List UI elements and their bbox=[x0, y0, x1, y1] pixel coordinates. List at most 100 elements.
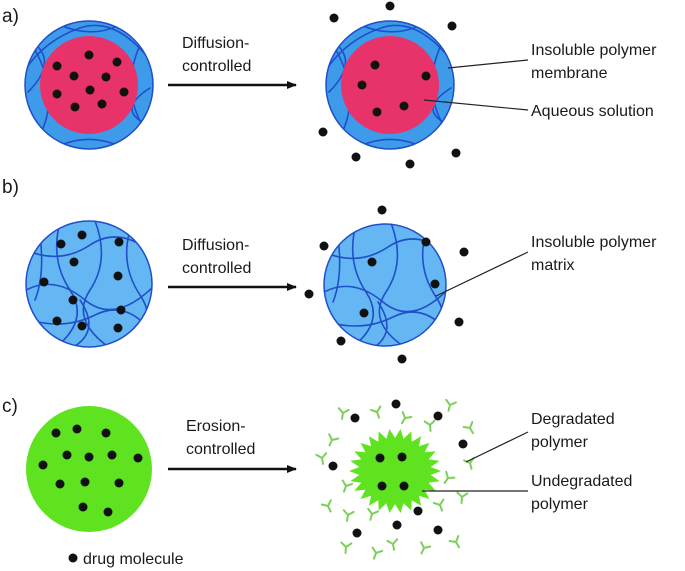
legend-drug-label: drug molecule bbox=[83, 551, 184, 568]
released-drug-dots bbox=[304, 205, 469, 364]
drug-molecule bbox=[52, 316, 62, 326]
degraded-fragment bbox=[420, 541, 432, 555]
drug-molecule bbox=[56, 239, 66, 249]
degraded-fragment bbox=[320, 499, 332, 513]
degraded-fragment bbox=[462, 421, 474, 435]
drug-molecule bbox=[51, 428, 61, 438]
degraded-fragment bbox=[337, 407, 350, 420]
drug-molecule bbox=[370, 60, 380, 70]
drug-molecule bbox=[103, 507, 113, 517]
degraded-fragment bbox=[315, 452, 328, 465]
drug-molecule bbox=[319, 241, 329, 251]
degraded-fragment bbox=[448, 535, 460, 549]
matrix-sphere-before bbox=[25, 220, 153, 348]
drug-molecule bbox=[119, 87, 129, 97]
drug-molecule bbox=[55, 479, 65, 489]
drug-molecule bbox=[101, 72, 111, 82]
polymer-matrix bbox=[323, 223, 447, 347]
matrix-sphere-after bbox=[323, 223, 447, 347]
drug-molecule bbox=[377, 481, 387, 491]
arrow-label-line1: Diffusion- bbox=[182, 237, 249, 254]
drug-molecule-legend-dot bbox=[68, 553, 78, 563]
degraded-fragment bbox=[456, 491, 469, 504]
panel-b: b) bbox=[2, 177, 657, 364]
label-matrix-line2: matrix bbox=[531, 257, 575, 274]
drug-dots-inside bbox=[375, 452, 409, 491]
label-membrane-line2: membrane bbox=[531, 65, 608, 82]
drug-molecule bbox=[447, 21, 457, 31]
drug-molecule bbox=[77, 321, 87, 331]
degraded-fragment bbox=[328, 433, 340, 447]
drug-dots-inside bbox=[359, 237, 440, 318]
degraded-fragment bbox=[342, 509, 355, 522]
drug-molecule bbox=[350, 413, 360, 423]
degraded-fragment bbox=[445, 398, 457, 412]
drug-molecule bbox=[52, 61, 62, 71]
drug-molecule bbox=[459, 247, 469, 257]
drug-molecule bbox=[357, 80, 367, 90]
drug-molecule bbox=[133, 453, 143, 463]
drug-molecule bbox=[68, 295, 78, 305]
leader-line-membrane bbox=[447, 59, 529, 69]
drug-molecule bbox=[454, 317, 464, 327]
drug-molecule bbox=[38, 460, 48, 470]
drug-molecule bbox=[101, 428, 111, 438]
degraded-fragment bbox=[443, 470, 456, 484]
drug-molecule bbox=[421, 237, 431, 247]
drug-molecule bbox=[433, 525, 443, 535]
drug-molecule bbox=[397, 452, 407, 462]
drug-molecule bbox=[372, 107, 382, 117]
panel-c: c) Erosion- controlled bbox=[2, 396, 632, 560]
drug-molecule bbox=[352, 528, 362, 538]
erodible-sphere-before bbox=[26, 406, 152, 532]
drug-molecule bbox=[405, 159, 415, 169]
leader-line-solution bbox=[423, 99, 529, 111]
label-undegraded-line1: Undegradated bbox=[531, 473, 632, 490]
label-matrix-line1: Insoluble polymer bbox=[531, 234, 657, 251]
panel-a: a) bbox=[2, 1, 657, 169]
drug-molecule bbox=[62, 450, 72, 460]
reservoir-capsule-after bbox=[325, 20, 455, 150]
drug-molecule bbox=[458, 439, 468, 449]
drug-molecule bbox=[359, 308, 369, 318]
legend: drug molecule bbox=[68, 551, 184, 568]
label-aqueous-solution: Aqueous solution bbox=[531, 103, 654, 120]
label-degraded-line1: Degradated bbox=[531, 411, 615, 428]
matrix-mesh bbox=[26, 221, 152, 347]
drug-dots-inside bbox=[357, 60, 431, 117]
drug-molecule bbox=[113, 271, 123, 281]
degraded-fragment bbox=[423, 419, 436, 432]
drug-molecule bbox=[433, 411, 443, 421]
drug-dots-inside bbox=[39, 230, 126, 333]
drug-molecule bbox=[399, 481, 409, 491]
drug-dots-inside bbox=[38, 424, 143, 517]
arrow-label-line2: controlled bbox=[182, 58, 251, 75]
label-undegraded-line2: polymer bbox=[531, 496, 589, 513]
label-degraded-line2: polymer bbox=[531, 434, 589, 451]
degraded-fragment bbox=[371, 546, 384, 560]
degraded-fragment bbox=[401, 411, 413, 425]
drug-molecule bbox=[52, 89, 62, 99]
arrow-label-line1: Diffusion- bbox=[182, 35, 249, 52]
degraded-fragment bbox=[367, 507, 379, 521]
drug-molecule bbox=[351, 152, 361, 162]
degraded-fragment bbox=[341, 479, 354, 493]
drug-molecule bbox=[451, 148, 461, 158]
drug-molecule bbox=[69, 71, 79, 81]
drug-molecule bbox=[399, 101, 409, 111]
aqueous-solution-core bbox=[341, 36, 439, 134]
reservoir-capsule-before bbox=[24, 20, 154, 150]
drug-molecule bbox=[113, 323, 123, 333]
undegraded-polymer-core bbox=[349, 429, 441, 513]
drug-molecule bbox=[329, 13, 339, 23]
drug-molecule bbox=[385, 1, 395, 11]
drug-molecule bbox=[97, 99, 107, 109]
drug-molecule bbox=[377, 205, 387, 215]
drug-molecule bbox=[77, 230, 87, 240]
drug-molecule bbox=[78, 502, 88, 512]
drug-molecule bbox=[413, 506, 423, 516]
drug-molecule bbox=[114, 478, 124, 488]
drug-molecule bbox=[39, 277, 49, 287]
panel-a-letter: a) bbox=[2, 6, 19, 27]
